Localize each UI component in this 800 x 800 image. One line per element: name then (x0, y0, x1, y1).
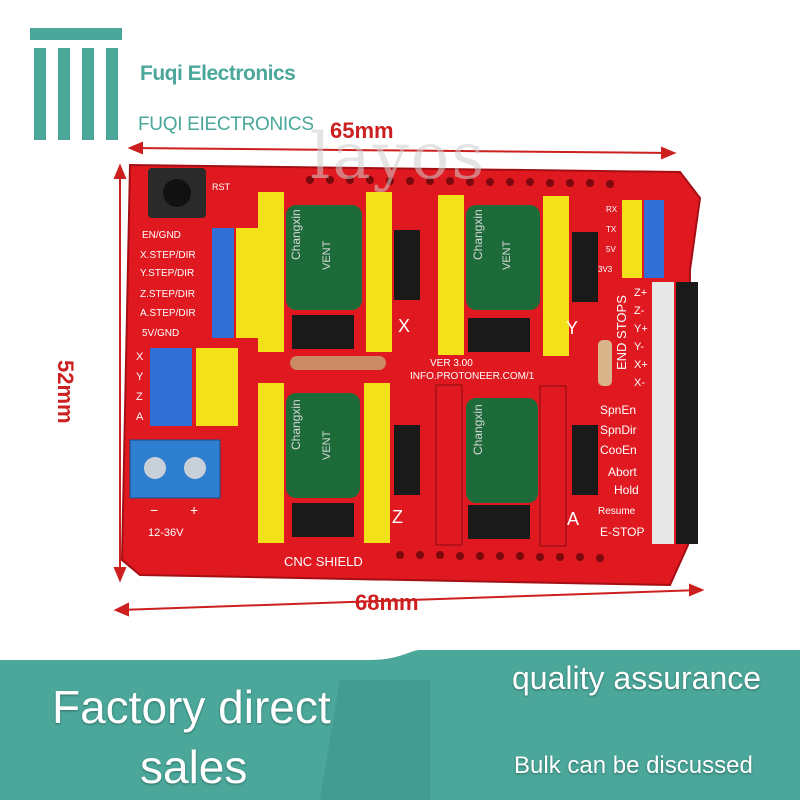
svg-text:Z: Z (136, 391, 143, 403)
svg-text:X: X (398, 316, 410, 336)
banner-quality: quality assurance (512, 660, 762, 696)
svg-text:Z: Z (392, 507, 403, 527)
svg-text:Changxin: Changxin (471, 404, 485, 455)
svg-text:Y.STEP/DIR: Y.STEP/DIR (140, 268, 194, 279)
banner-headline-line2: sales (140, 741, 248, 793)
svg-text:Changxin: Changxin (471, 209, 485, 260)
banner-headline-line1: Factory direct (52, 681, 331, 733)
svg-text:SpnEn: SpnEn (600, 403, 636, 417)
svg-text:VENT: VENT (501, 240, 513, 270)
svg-text:CooEn: CooEn (600, 443, 637, 457)
svg-text:E-STOP: E-STOP (600, 525, 644, 539)
svg-text:VENT: VENT (321, 240, 333, 270)
svg-text:X.STEP/DIR: X.STEP/DIR (140, 250, 196, 261)
svg-text:Hold: Hold (614, 483, 639, 497)
svg-text:TX: TX (606, 225, 617, 234)
svg-text:5V/GND: 5V/GND (142, 328, 179, 339)
end-stops-label: END STOPS (614, 295, 629, 370)
svg-text:SpnDir: SpnDir (600, 423, 637, 437)
dimension-lines (113, 141, 705, 617)
center-markings: VER 3.00 INFO.PROTONEER.COM/1 CNC SHIELD (284, 356, 535, 569)
version-label: VER 3.00 (430, 358, 473, 369)
control-pin-header: END STOPS Z+ Z- Y+ Y- X+ X- SpnEn SpnDir… (598, 282, 698, 544)
watermark: layos (310, 120, 487, 194)
svg-text:+: + (190, 502, 198, 518)
dimension-height-left: 52mm (53, 360, 78, 424)
banner-bulk: Bulk can be discussed (514, 752, 753, 779)
svg-text:RX: RX (606, 205, 618, 214)
pcb-holes (306, 176, 614, 562)
svg-text:Resume: Resume (598, 506, 636, 517)
svg-text:EN/GND: EN/GND (142, 230, 181, 241)
svg-text:X: X (136, 351, 144, 363)
url-label: INFO.PROTONEER.COM/1 (410, 371, 535, 382)
svg-text:A: A (136, 411, 144, 423)
svg-text:Y+: Y+ (634, 323, 648, 335)
svg-text:X-: X- (634, 377, 645, 389)
brand-logo-icon (30, 28, 122, 140)
svg-text:Changxin: Changxin (289, 399, 303, 450)
reset-button: RST (148, 168, 231, 218)
brand-name-caps: FUQI EIECTRONICS (138, 114, 314, 135)
brand-name: Fuqi Electronics (140, 62, 296, 85)
svg-text:Y: Y (136, 371, 144, 383)
rst-label: RST (212, 182, 231, 192)
left-pin-labels: EN/GND X.STEP/DIR Y.STEP/DIR Z.STEP/DIR … (140, 230, 196, 339)
driver-z: Changxin VENT Z (258, 383, 420, 543)
svg-text:Abort: Abort (608, 465, 637, 479)
svg-text:Z-: Z- (634, 305, 645, 317)
axis-jumpers: X Y Z A (136, 348, 238, 426)
promo-banner (0, 650, 800, 800)
svg-text:3V3: 3V3 (598, 265, 613, 274)
power-terminal-block: − + 12-36V (129, 439, 221, 539)
svg-text:VENT: VENT (321, 430, 333, 460)
svg-text:A.STEP/DIR: A.STEP/DIR (140, 308, 196, 319)
step-dir-headers (212, 228, 258, 338)
svg-text:−: − (150, 502, 158, 518)
dimension-width-top: 65mm (330, 118, 394, 143)
board-title: CNC SHIELD (284, 554, 363, 569)
svg-text:Y-: Y- (634, 341, 644, 353)
cnc-shield-photo: RST EN/GND X.STEP/DIR Y.STEP/DIR Z.STEP/… (113, 141, 705, 617)
svg-text:Changxin: Changxin (289, 209, 303, 260)
svg-text:Y: Y (566, 318, 578, 338)
driver-x: Changxin VENT X (258, 192, 420, 352)
svg-text:5V: 5V (606, 245, 616, 254)
driver-y: Changxin VENT Y (438, 195, 598, 356)
dimension-width-bottom: 68mm (355, 590, 419, 615)
svg-text:Z.STEP/DIR: Z.STEP/DIR (140, 289, 195, 300)
svg-text:A: A (567, 509, 579, 529)
serial-headers: RX TX 5V 3V3 (598, 200, 664, 386)
svg-text:X+: X+ (634, 359, 648, 371)
driver-a: Changxin A (435, 384, 598, 547)
svg-text:Z+: Z+ (634, 287, 647, 299)
voltage-label: 12-36V (148, 527, 184, 539)
